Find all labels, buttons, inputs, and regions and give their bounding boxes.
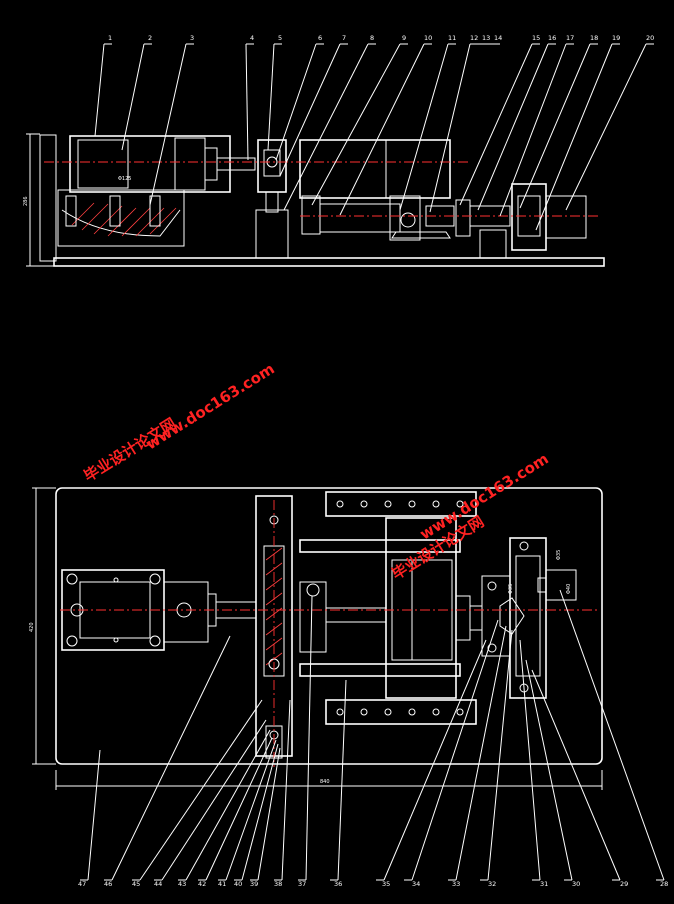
- plan-dim-note-3: Φ40: [566, 584, 572, 594]
- front-label-19: 19: [612, 34, 620, 42]
- plan-label-30: 30: [572, 880, 580, 888]
- plan-label-42: 42: [198, 880, 206, 888]
- front-label-4: 4: [250, 34, 254, 42]
- front-label-15: 15: [532, 34, 540, 42]
- plan-label-47: 47: [78, 880, 86, 888]
- front-label-3: 3: [190, 34, 194, 42]
- plan-dim-note-1: Φ35: [508, 584, 514, 594]
- plan-label-34: 34: [412, 880, 420, 888]
- plan-label-38: 38: [274, 880, 282, 888]
- front-label-1: 1: [108, 34, 112, 42]
- plan-label-40: 40: [234, 880, 242, 888]
- plan-label-33: 33: [452, 880, 460, 888]
- front-label-16: 16: [548, 34, 556, 42]
- front-view-labels: 1 2 3 4 5 6 7 8 9 10 11 12 13 14 15 16 1…: [23, 34, 654, 206]
- front-label-7: 7: [342, 34, 346, 42]
- front-label-13: 13: [482, 34, 490, 42]
- plan-label-36: 36: [334, 880, 342, 888]
- front-dim-note: Φ125: [118, 176, 131, 182]
- front-label-9: 9: [402, 34, 406, 42]
- front-label-20: 20: [646, 34, 654, 42]
- front-view: [26, 43, 654, 267]
- front-label-5: 5: [278, 34, 282, 42]
- plan-label-37: 37: [298, 880, 306, 888]
- front-label-12: 12: [470, 34, 478, 42]
- plan-label-39: 39: [250, 880, 258, 888]
- plan-dim-width: 840: [320, 779, 330, 785]
- plan-label-46: 46: [104, 880, 112, 888]
- plan-label-44: 44: [154, 880, 162, 888]
- watermark-2-url: www.doc163.com: [143, 360, 278, 454]
- plan-view-labels: 47 46 45 44 43 42 41 40 39 38 37 36 35 3…: [29, 550, 668, 888]
- front-dim-height: 286: [23, 196, 29, 206]
- plan-label-43: 43: [178, 880, 186, 888]
- plan-label-32: 32: [488, 880, 496, 888]
- plan-label-28: 28: [660, 880, 668, 888]
- plan-label-35: 35: [382, 880, 390, 888]
- front-label-14: 14: [494, 34, 502, 42]
- front-label-8: 8: [370, 34, 374, 42]
- plan-label-29: 29: [620, 880, 628, 888]
- front-label-17: 17: [566, 34, 574, 42]
- front-label-10: 10: [424, 34, 432, 42]
- plan-view: [32, 487, 665, 881]
- watermark-2: www.doc163.com: [143, 360, 278, 454]
- plan-label-45: 45: [132, 880, 140, 888]
- plan-dim-note-2: Φ35: [556, 550, 562, 560]
- front-label-18: 18: [590, 34, 598, 42]
- front-label-6: 6: [318, 34, 322, 42]
- front-label-2: 2: [148, 34, 152, 42]
- plan-label-31: 31: [540, 880, 548, 888]
- front-label-11: 11: [448, 34, 456, 42]
- plan-label-41: 41: [218, 880, 226, 888]
- plan-dim-height: 420: [29, 622, 35, 632]
